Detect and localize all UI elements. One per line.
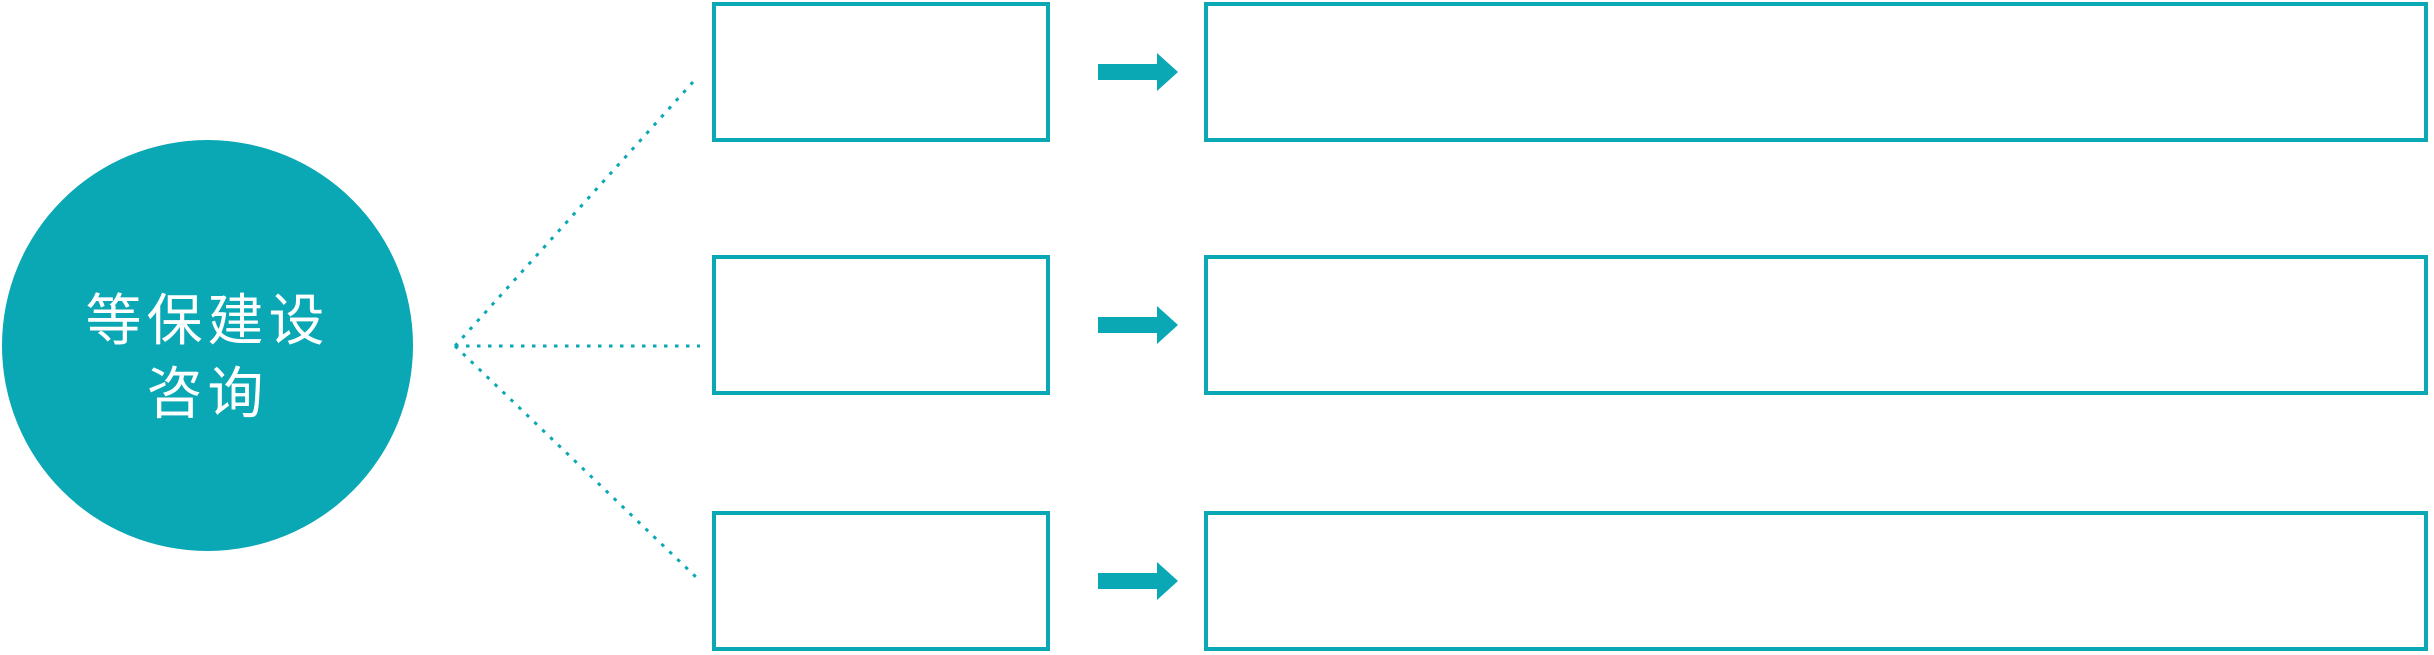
large-box-3-label [1208,515,2424,647]
diagram-row-3 [0,511,2434,651]
arrow-right-icon [1098,306,1178,344]
small-box-2 [712,255,1050,395]
large-box-3 [1204,511,2428,651]
small-box-1 [712,2,1050,142]
small-box-3-label [716,515,1046,647]
large-box-2-label [1208,259,2424,391]
large-box-2 [1204,255,2428,395]
small-box-2-label [716,259,1046,391]
large-box-1-label [1208,6,2424,138]
arrow-right-icon [1098,53,1178,91]
small-box-1-label [716,6,1046,138]
diagram-row-2 [0,255,2434,395]
hub-circle-label-line2: 咨询 [146,361,269,425]
arrow-right-icon [1098,562,1178,600]
small-box-3 [712,511,1050,651]
hub-circle-label-line1: 等保建设 [85,288,330,352]
large-box-1 [1204,2,2428,142]
hub-circle: 等保建设 咨询 [2,140,413,551]
diagram-row-1 [0,2,2434,142]
